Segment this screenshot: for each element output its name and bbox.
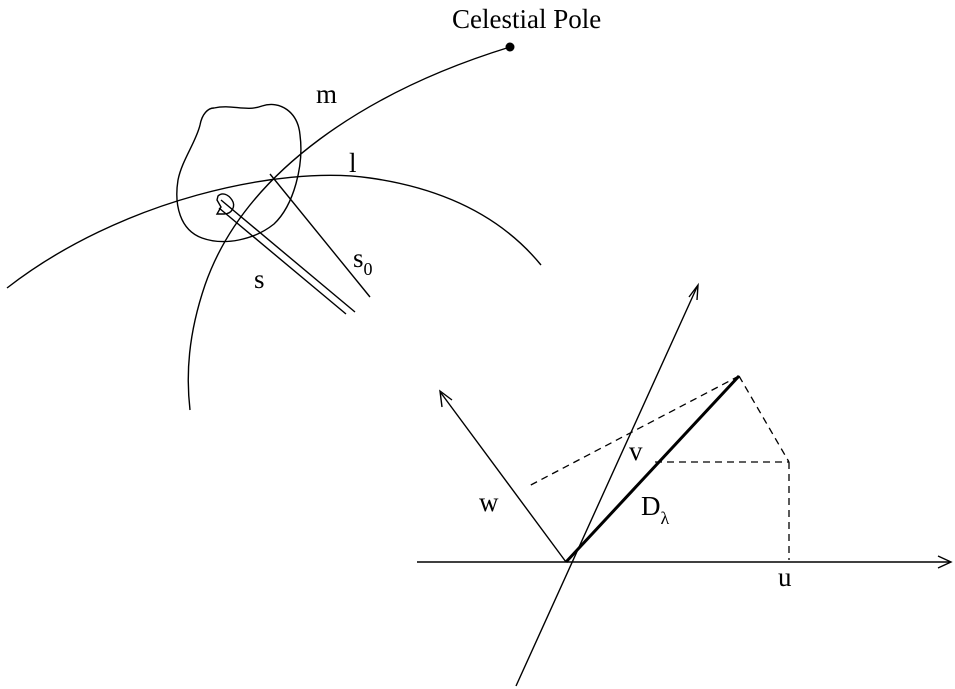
l-label: l	[349, 148, 357, 178]
u-label: u	[778, 562, 792, 592]
d-base: D	[641, 491, 661, 521]
celestial-pole-label: Celestial Pole	[452, 4, 601, 34]
baseline-vector-d	[564, 374, 741, 564]
w-label: w	[479, 487, 499, 517]
u-axis-arrowhead	[937, 555, 953, 569]
vector-s-line-2	[220, 199, 356, 313]
meridian-arc-m	[187, 46, 511, 411]
vector-s-line-1	[218, 207, 347, 315]
d-subscript: λ	[661, 508, 670, 528]
s-label: s	[254, 264, 265, 294]
celestial-pole-dot	[505, 42, 515, 52]
d-lambda-label: Dλ	[641, 491, 670, 528]
w-axis-arrowhead	[439, 389, 453, 408]
vector-s0-line	[269, 173, 371, 298]
m-label: m	[316, 79, 337, 109]
s0-base: s	[353, 243, 364, 273]
projection-to-uv-plane-dashed	[738, 375, 790, 463]
v-axis	[515, 286, 698, 687]
parallel-arc-l	[6, 174, 542, 289]
source-sketch	[215, 193, 235, 215]
sky-sketch	[6, 42, 542, 411]
s0-subscript: 0	[364, 259, 373, 279]
v-label: v	[629, 436, 643, 466]
w-axis	[440, 392, 567, 563]
v-axis-arrowhead	[688, 282, 699, 301]
s0-label: s0	[353, 243, 373, 279]
field-of-view-outline	[176, 103, 302, 243]
uvw-frame	[417, 282, 953, 687]
projection-to-w-dashed	[526, 375, 740, 488]
